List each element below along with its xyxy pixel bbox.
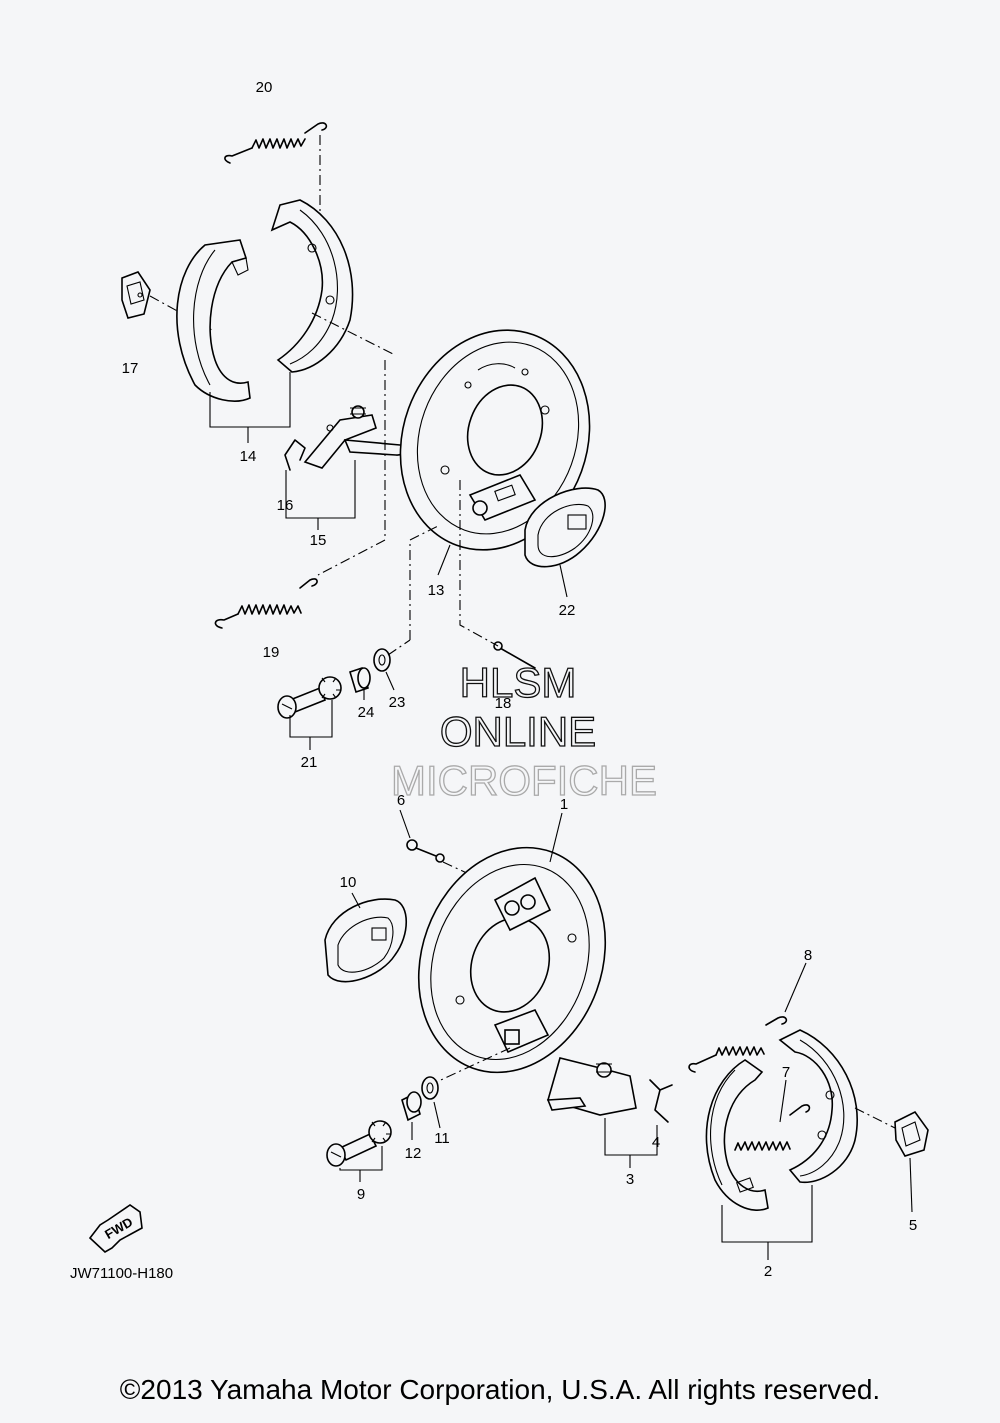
part-label-15: 15 bbox=[310, 532, 327, 549]
part-label-13: 13 bbox=[428, 582, 445, 599]
watermark-line-1: HLSM bbox=[460, 659, 577, 706]
lock-washer-21 bbox=[318, 676, 342, 700]
fwd-arrow-icon: FWD bbox=[88, 1204, 143, 1253]
part-label-18: 18 bbox=[495, 695, 512, 712]
spacer-24 bbox=[349, 666, 371, 694]
spring-19 bbox=[214, 578, 318, 629]
brake-shoe-2-left bbox=[705, 1059, 769, 1211]
part-label-21: 21 bbox=[301, 754, 318, 771]
boot-10 bbox=[324, 898, 407, 983]
spring-8 bbox=[688, 1016, 788, 1073]
part-label-5: 5 bbox=[909, 1217, 917, 1234]
brake-shoe-14-right bbox=[270, 199, 354, 373]
part-label-23: 23 bbox=[389, 694, 406, 711]
lock-washer-9 bbox=[368, 1120, 392, 1144]
boot-22 bbox=[524, 487, 606, 568]
part-label-4: 4 bbox=[652, 1134, 660, 1151]
washer-11 bbox=[421, 1076, 439, 1100]
clip-17 bbox=[121, 271, 151, 319]
spring-clip-16 bbox=[284, 439, 306, 471]
part-label-1: 1 bbox=[560, 796, 568, 813]
part-label-22: 22 bbox=[559, 602, 576, 619]
part-label-14: 14 bbox=[240, 448, 257, 465]
part-label-20: 20 bbox=[256, 79, 273, 96]
part-label-12: 12 bbox=[405, 1145, 422, 1162]
bolt-9 bbox=[326, 1132, 378, 1167]
spring-7 bbox=[734, 1104, 811, 1151]
part-label-11: 11 bbox=[434, 1130, 450, 1147]
part-label-10: 10 bbox=[340, 874, 357, 891]
backing-plate-13 bbox=[399, 329, 591, 551]
part-label-16: 16 bbox=[277, 497, 294, 514]
part-label-7: 7 bbox=[782, 1064, 790, 1081]
backing-plate-1 bbox=[417, 846, 607, 1074]
diagram-code: JW71100-H180 bbox=[70, 1265, 173, 1282]
washer-23 bbox=[373, 648, 391, 672]
part-label-2: 2 bbox=[764, 1263, 772, 1280]
part-label-3: 3 bbox=[626, 1171, 634, 1188]
part-label-24: 24 bbox=[358, 704, 375, 721]
part-label-6: 6 bbox=[397, 792, 405, 809]
brake-shoe-2-right bbox=[778, 1029, 858, 1184]
spring-20 bbox=[224, 122, 328, 164]
part-label-8: 8 bbox=[804, 947, 812, 964]
pin-6 bbox=[406, 839, 445, 863]
part-label-17: 17 bbox=[122, 360, 139, 377]
copyright-notice: ©2013 Yamaha Motor Corporation, U.S.A. A… bbox=[119, 1374, 881, 1405]
watermark-line-3: MICROFICHE bbox=[391, 757, 657, 804]
part-label-19: 19 bbox=[263, 644, 280, 661]
watermark-line-2: ONLINE bbox=[440, 708, 596, 755]
part-label-9: 9 bbox=[357, 1186, 365, 1203]
clip-5 bbox=[894, 1110, 929, 1157]
spring-clip-4 bbox=[649, 1079, 673, 1123]
lever-15 bbox=[303, 405, 406, 469]
brake-shoe-14-left bbox=[176, 239, 251, 402]
bolt-21 bbox=[277, 686, 327, 719]
lever-3 bbox=[546, 1057, 637, 1116]
spacer-12 bbox=[401, 1091, 422, 1122]
